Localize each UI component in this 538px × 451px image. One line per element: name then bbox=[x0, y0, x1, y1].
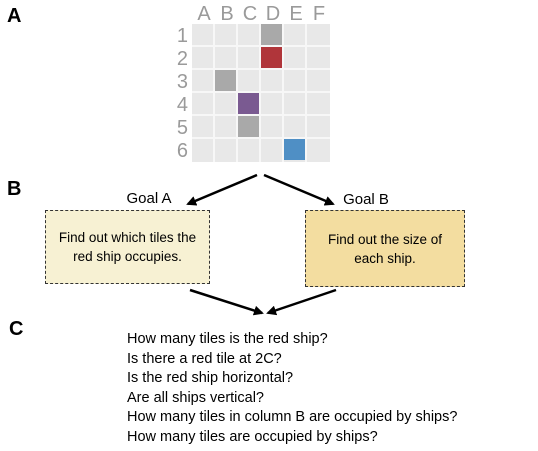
grid-cell-red-ship bbox=[261, 47, 282, 68]
grid-cell-empty bbox=[192, 139, 213, 160]
grid-cell-empty bbox=[238, 24, 259, 45]
grid-cell-hidden-ship bbox=[238, 116, 259, 137]
grid-cell-empty bbox=[261, 116, 282, 137]
question-item: How many tiles in column B are occupied … bbox=[127, 409, 458, 425]
arrow-from-goal-b bbox=[266, 288, 337, 316]
panel-label-a: A bbox=[7, 5, 22, 27]
question-item: Is the red ship horizontal? bbox=[127, 370, 294, 386]
column-header-d: D bbox=[265, 3, 281, 25]
question-item: Are all ships vertical? bbox=[127, 389, 264, 406]
arrow-to-goal-a bbox=[186, 173, 258, 206]
panel-label-c: C bbox=[9, 318, 24, 340]
grid-cell-empty bbox=[284, 47, 305, 68]
goal-a-box: Find out which tiles the red ship occupi… bbox=[45, 210, 210, 284]
grid-cell-empty bbox=[284, 70, 305, 91]
grid-cell-empty bbox=[192, 116, 213, 137]
column-header-e: E bbox=[289, 3, 303, 25]
row-header-4: 4 bbox=[176, 94, 188, 116]
grid-cell-empty bbox=[307, 139, 328, 160]
arrow-from-goal-a bbox=[189, 288, 264, 316]
goal-b-box: Find out the size of each ship. bbox=[305, 210, 465, 287]
goal-b-text: Find out the size of each ship. bbox=[327, 231, 443, 266]
question-list: How many tiles is the red ship? Is there… bbox=[127, 330, 457, 447]
question-item: How many tiles is the red ship? bbox=[127, 331, 328, 347]
grid-cell-empty bbox=[215, 24, 236, 45]
column-header-c: C bbox=[242, 3, 258, 25]
grid-cell-empty bbox=[192, 93, 213, 114]
grid-cell-hidden-ship bbox=[261, 24, 282, 45]
grid-cell-empty bbox=[238, 70, 259, 91]
goal-a-text: Find out which tiles the red ship occupi… bbox=[58, 230, 197, 264]
grid-cell-purple-ship bbox=[238, 93, 259, 114]
grid-cell-hidden-ship bbox=[215, 70, 236, 91]
column-header-a: A bbox=[197, 3, 211, 25]
grid-cell-empty bbox=[307, 70, 328, 91]
grid-line bbox=[259, 24, 261, 162]
grid-cell-empty bbox=[284, 24, 305, 45]
grid-cell-empty bbox=[215, 47, 236, 68]
grid-cell-empty bbox=[215, 116, 236, 137]
grid-cell-empty bbox=[215, 93, 236, 114]
grid-cell-empty bbox=[307, 116, 328, 137]
grid-cell-empty bbox=[192, 47, 213, 68]
row-header-1: 1 bbox=[176, 25, 188, 47]
grid-cell-empty bbox=[261, 139, 282, 160]
grid-line bbox=[192, 114, 330, 116]
question-item: How many tiles are occupied by ships? bbox=[127, 428, 378, 445]
grid-cell-empty bbox=[192, 24, 213, 45]
column-header-b: B bbox=[220, 3, 234, 25]
battleship-grid bbox=[192, 24, 330, 162]
grid-cell-empty bbox=[284, 116, 305, 137]
grid-line bbox=[192, 45, 330, 47]
grid-cell-empty bbox=[307, 93, 328, 114]
panel-label-b: B bbox=[7, 178, 22, 200]
question-item: Is there a red tile at 2C? bbox=[127, 350, 282, 367]
grid-cell-empty bbox=[307, 24, 328, 45]
goal-b-title: Goal B bbox=[343, 191, 389, 208]
grid-line bbox=[192, 68, 330, 70]
grid-cell-empty bbox=[284, 93, 305, 114]
goal-a-title: Goal A bbox=[126, 190, 172, 207]
grid-cell-empty bbox=[261, 93, 282, 114]
grid-line bbox=[213, 24, 215, 162]
grid-cell-empty bbox=[192, 70, 213, 91]
grid-cell-empty bbox=[238, 47, 259, 68]
row-header-6: 6 bbox=[176, 140, 188, 162]
grid-cell-empty bbox=[261, 70, 282, 91]
column-header-f: F bbox=[312, 3, 326, 25]
grid-cell-empty bbox=[238, 139, 259, 160]
row-header-3: 3 bbox=[176, 71, 188, 93]
row-header-2: 2 bbox=[176, 48, 188, 70]
grid-line bbox=[282, 24, 284, 162]
grid-line bbox=[305, 24, 307, 162]
row-header-5: 5 bbox=[176, 117, 188, 139]
grid-line bbox=[236, 24, 238, 162]
grid-line bbox=[192, 91, 330, 93]
grid-cell-blue-ship bbox=[284, 139, 305, 160]
grid-cell-empty bbox=[215, 139, 236, 160]
grid-line bbox=[192, 137, 330, 139]
grid-cell-empty bbox=[307, 47, 328, 68]
arrow-to-goal-b bbox=[263, 173, 335, 206]
